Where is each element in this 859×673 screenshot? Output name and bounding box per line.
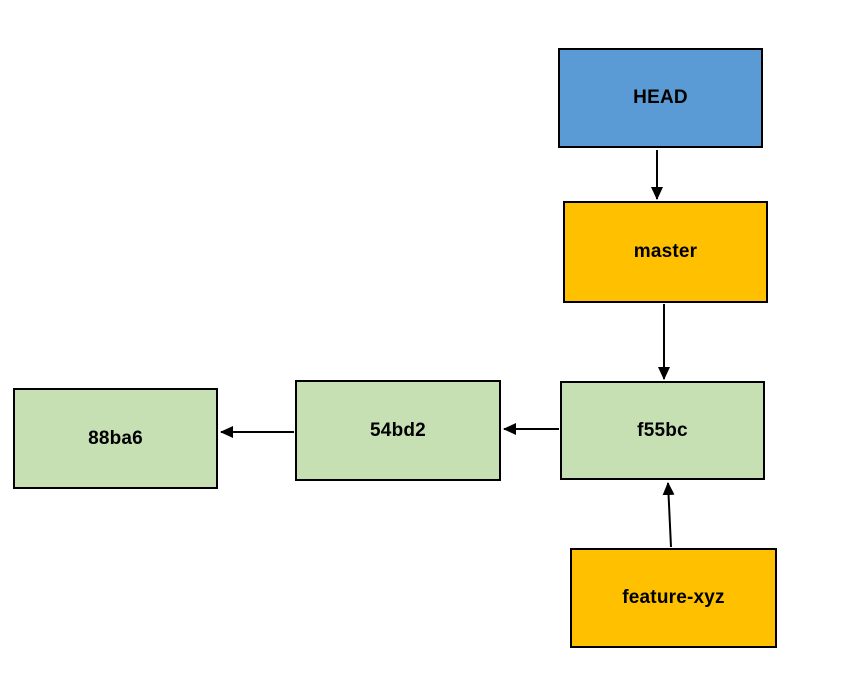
node-commit-54bd2-label: 54bd2 — [370, 419, 426, 441]
node-commit-f55bc: f55bc — [560, 381, 765, 480]
node-head-label: HEAD — [633, 87, 688, 108]
node-commit-88ba6-label: 88ba6 — [88, 427, 143, 449]
node-master-label: master — [633, 241, 698, 262]
node-commit-54bd2: 54bd2 — [295, 380, 501, 481]
arrow-feature-xyz-to-f55bc — [662, 482, 675, 548]
node-commit-f55bc-label: f55bc — [637, 419, 688, 441]
node-feature-xyz-label: feature-xyz — [622, 587, 725, 608]
node-head: HEAD — [558, 48, 763, 148]
node-master: master — [563, 201, 768, 303]
node-feature-xyz: feature-xyz — [570, 548, 777, 648]
node-commit-88ba6: 88ba6 — [13, 388, 218, 489]
